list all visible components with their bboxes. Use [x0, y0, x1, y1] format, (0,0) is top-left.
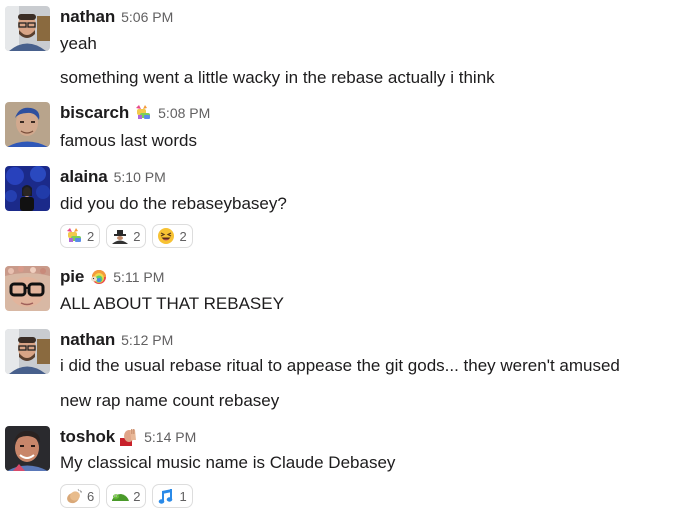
rainbow-corgi-icon: [134, 104, 152, 122]
message-text: My classical music name is Claude Debase…: [60, 453, 396, 472]
reactions-bar: 2 2 2: [60, 224, 193, 248]
hat-man-icon: [111, 227, 129, 245]
reaction-musical-note[interactable]: 1: [152, 484, 193, 508]
message-text: i did the usual rebase ritual to appease…: [60, 356, 620, 375]
username[interactable]: alaina: [60, 167, 108, 186]
message-header: alaina 5:10 PM: [60, 166, 166, 188]
reaction-count: 6: [87, 488, 95, 504]
message-header: nathan 5:12 PM: [60, 329, 173, 351]
timestamp[interactable]: 5:11 PM: [113, 269, 165, 285]
timestamp[interactable]: 5:06 PM: [121, 9, 174, 25]
avatar-toshok[interactable]: [5, 426, 50, 471]
avatar-pie[interactable]: [5, 266, 50, 311]
reaction-count: 2: [179, 228, 187, 244]
musical-note-icon: [157, 487, 175, 505]
avatar-nathan[interactable]: [5, 6, 50, 51]
reaction-rainbow-corgi[interactable]: 2: [60, 224, 101, 248]
timestamp[interactable]: 5:12 PM: [121, 332, 174, 348]
avatar-nathan[interactable]: [5, 329, 50, 374]
message-text: something went a little wacky in the reb…: [60, 68, 495, 87]
reaction-green-parrot[interactable]: 2: [106, 484, 147, 508]
message-text: ALL ABOUT THAT REBASEY: [60, 294, 284, 313]
reaction-count: 2: [133, 488, 141, 504]
message-header: pie 5:11 PM: [60, 266, 164, 288]
avatar-biscarch[interactable]: [5, 102, 50, 147]
message-header: toshok 5:14 PM: [60, 426, 196, 448]
reaction-count: 2: [133, 228, 141, 244]
timestamp[interactable]: 5:10 PM: [113, 169, 166, 185]
reaction-clapping-hands[interactable]: 6: [60, 484, 101, 508]
laughing-face-icon: [157, 227, 175, 245]
green-parrot-icon: [111, 487, 130, 505]
message-text: new rap name count rebasey: [60, 391, 280, 410]
username[interactable]: nathan: [60, 7, 116, 26]
reaction-hat-man[interactable]: 2: [106, 224, 147, 248]
username[interactable]: nathan: [60, 330, 116, 349]
message-text: did you do the rebaseybasey?: [60, 194, 287, 213]
rainbow-corgi-icon: [65, 227, 83, 245]
username[interactable]: toshok: [60, 427, 116, 446]
facepalm-icon: [120, 428, 138, 446]
username[interactable]: biscarch: [60, 103, 130, 122]
message-text: yeah: [60, 34, 97, 53]
rainbow-sheep-icon: [89, 268, 107, 286]
message-text: famous last words: [60, 131, 197, 150]
timestamp[interactable]: 5:08 PM: [158, 105, 211, 121]
clapping-hands-icon: [65, 487, 83, 505]
timestamp[interactable]: 5:14 PM: [144, 429, 197, 445]
reaction-count: 2: [87, 228, 95, 244]
username[interactable]: pie: [60, 267, 85, 286]
avatar-alaina[interactable]: [5, 166, 50, 211]
message-header: biscarch 5:08 PM: [60, 102, 210, 124]
message-header: nathan 5:06 PM: [60, 6, 173, 28]
reaction-count: 1: [179, 488, 187, 504]
reactions-bar: 6 2 1: [60, 484, 193, 508]
reaction-laughing[interactable]: 2: [152, 224, 193, 248]
